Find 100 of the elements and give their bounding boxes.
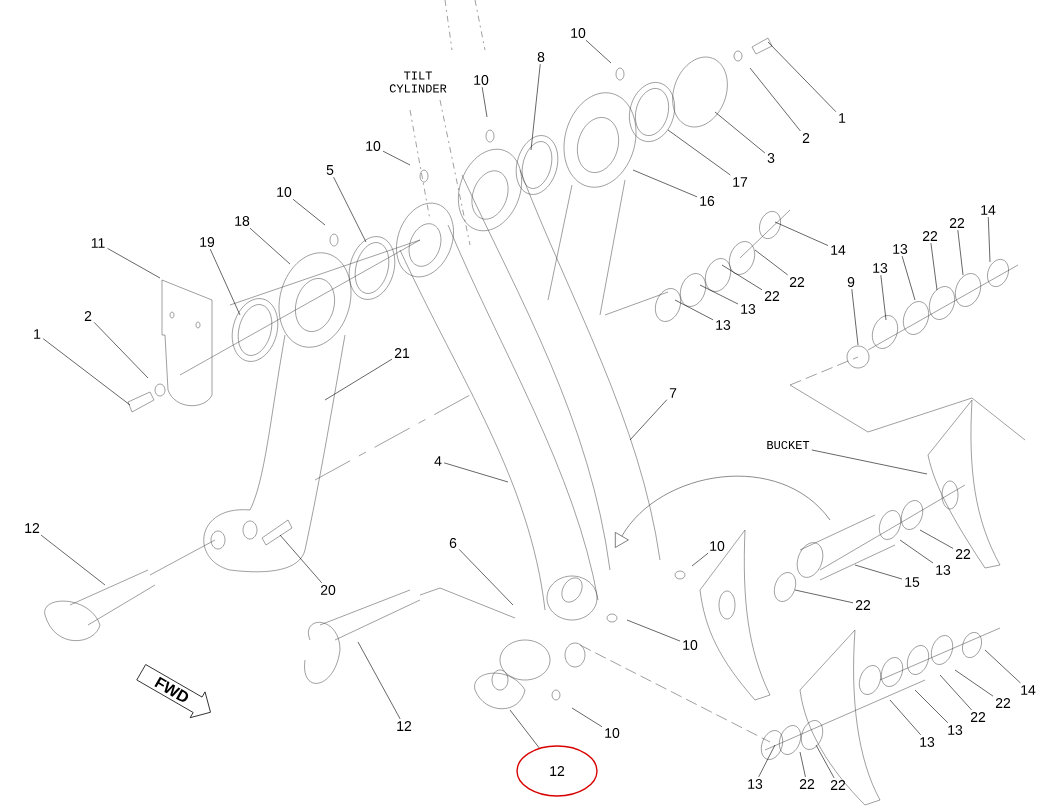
leader-line [754,249,788,276]
callout-number: 22 [830,780,846,790]
leader-line [667,129,731,176]
leader-line [851,288,859,346]
callout-number: 21 [394,348,410,358]
callout-number: 1 [34,329,41,339]
callout-number: 10 [605,728,620,738]
leader-line [324,358,393,401]
callout-number: 10 [366,141,381,151]
leader-line [691,552,709,567]
callout-number: 10 [571,28,586,38]
callout-number: 10 [683,640,698,650]
callout-number: 22 [764,291,780,301]
callout-number: 22 [789,277,805,287]
callout-number: 13 [741,304,756,314]
leader-line [749,67,801,132]
part-label: BUCKET [767,440,810,450]
callout-number: 1 [839,113,846,123]
callout-number: 10 [277,187,292,197]
leader-line [699,284,739,305]
callout-number: 13 [920,737,935,747]
leader-line [899,539,934,564]
callout-number: 15 [905,577,920,587]
callout-number: 7 [669,388,677,398]
leader-line [988,216,991,263]
callout-number: 13 [716,320,731,330]
leader-line [530,63,541,151]
leader-line [443,462,509,483]
leader-line [458,549,514,606]
leader-line [632,169,698,198]
leader-line [674,299,714,321]
callout-number: 14 [1021,685,1036,695]
leader-line [382,150,411,166]
leader-line [571,707,603,728]
leader-line [774,221,829,246]
callout-number: 5 [326,165,334,175]
callout-number: 16 [700,196,715,206]
callout-number: 22 [955,549,971,559]
callout-number: 13 [948,725,963,735]
leader-line [249,227,291,265]
callout-number: 19 [200,237,215,247]
leader-line [880,274,887,321]
callout-number: 10 [710,541,725,551]
callout-number: 22 [799,779,815,789]
leader-line [811,449,928,475]
callout-number: 13 [873,263,888,273]
callout-number: 13 [936,565,951,575]
leader-line [799,751,806,778]
callout-number: 2 [84,311,92,321]
callout-number: 10 [474,75,489,85]
leader-line [889,699,921,736]
leader-line [854,564,903,580]
leader-line [984,649,1021,684]
leader-line [93,322,149,379]
leader-line [714,111,766,154]
leader-line [509,709,540,749]
leader-line [40,534,106,586]
callout-number: 3 [767,153,775,163]
callout-number: 22 [855,600,871,610]
leader-line [721,264,763,291]
leader-line [626,619,681,642]
callout-number: 8 [537,52,545,62]
leader-line [901,255,916,301]
leader-line [279,534,323,584]
leader-line [767,41,837,113]
callout-number: 22 [922,231,938,241]
callout-number: 13 [748,779,763,789]
part-label: TILT CYLINDER [389,71,447,93]
callout-number: 22 [970,712,986,722]
callout-number: 12 [397,721,412,731]
callout-number: 18 [235,216,250,226]
leader-line [292,198,326,226]
callout-number: 4 [434,456,442,466]
leader-line [914,689,949,724]
callout-number: 9 [847,277,855,287]
leader-line [629,399,668,441]
leader-line [957,229,964,276]
leader-line [333,176,367,243]
leader-line [481,86,488,118]
leader-line [794,589,854,604]
callout-number: 22 [995,698,1011,708]
leader-line [42,338,131,406]
leader-line [815,744,835,779]
callout-number: 6 [449,538,457,548]
leader-line [357,641,401,720]
callout-number: 14 [831,245,846,255]
leader-line [585,39,612,64]
leader-line [107,248,161,279]
callout-number: 14 [981,205,996,215]
callout-number: 13 [893,244,908,254]
callout-number: 2 [802,133,810,143]
leader-line [939,674,972,711]
callout-number: 11 [91,238,105,248]
leader-line [209,248,241,316]
callout-number: 22 [949,218,965,228]
leader-line [919,529,954,549]
leader-line [930,242,938,291]
leader-line [758,744,776,778]
callout-number: 12 [25,523,40,533]
leader-line [954,669,994,697]
